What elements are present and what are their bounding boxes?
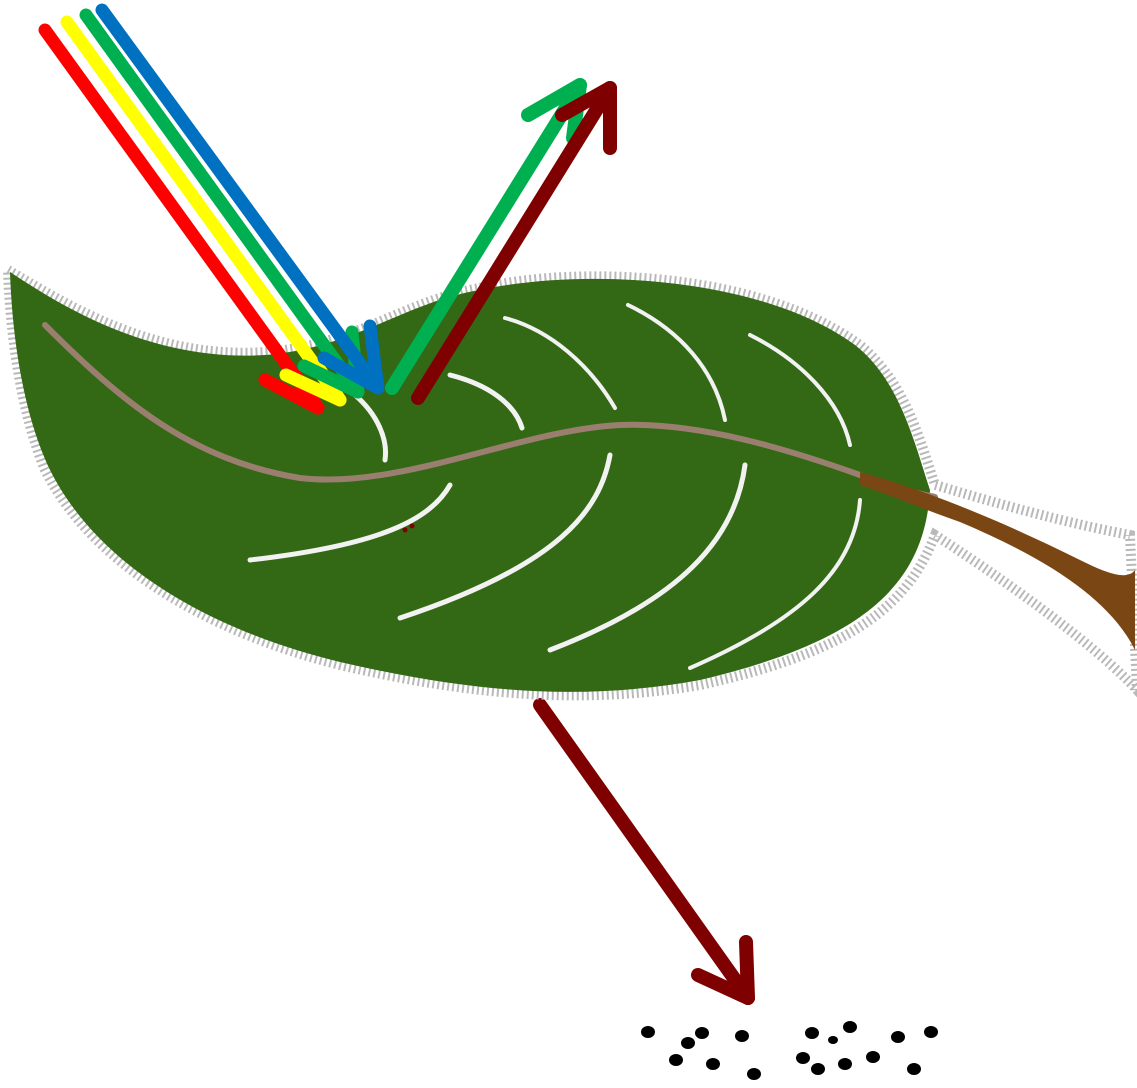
seed-icon [843, 1021, 857, 1033]
leaf [8, 270, 1137, 695]
seed-icon [866, 1051, 880, 1063]
seed-icon [695, 1027, 709, 1039]
seed-icon [805, 1027, 819, 1039]
seed-icon [735, 1030, 749, 1042]
transmitted-far-red-arrow [540, 705, 748, 998]
seed-icon [747, 1068, 761, 1080]
leaf-spot [410, 524, 415, 529]
seed-icon [828, 1036, 838, 1044]
seed-icon [838, 1058, 852, 1070]
seed-icon [924, 1026, 938, 1038]
seed-icon [641, 1026, 655, 1038]
seed-icon [891, 1031, 905, 1043]
seed-icon [796, 1052, 810, 1064]
seeds [641, 1021, 938, 1080]
seed-icon [811, 1063, 825, 1075]
seed-icon [907, 1063, 921, 1075]
seed-icon [706, 1058, 720, 1070]
seed-icon [669, 1054, 683, 1066]
seed-icon [681, 1037, 695, 1049]
incoming-blue-arrow [102, 10, 378, 388]
leaf-spot [403, 528, 408, 533]
